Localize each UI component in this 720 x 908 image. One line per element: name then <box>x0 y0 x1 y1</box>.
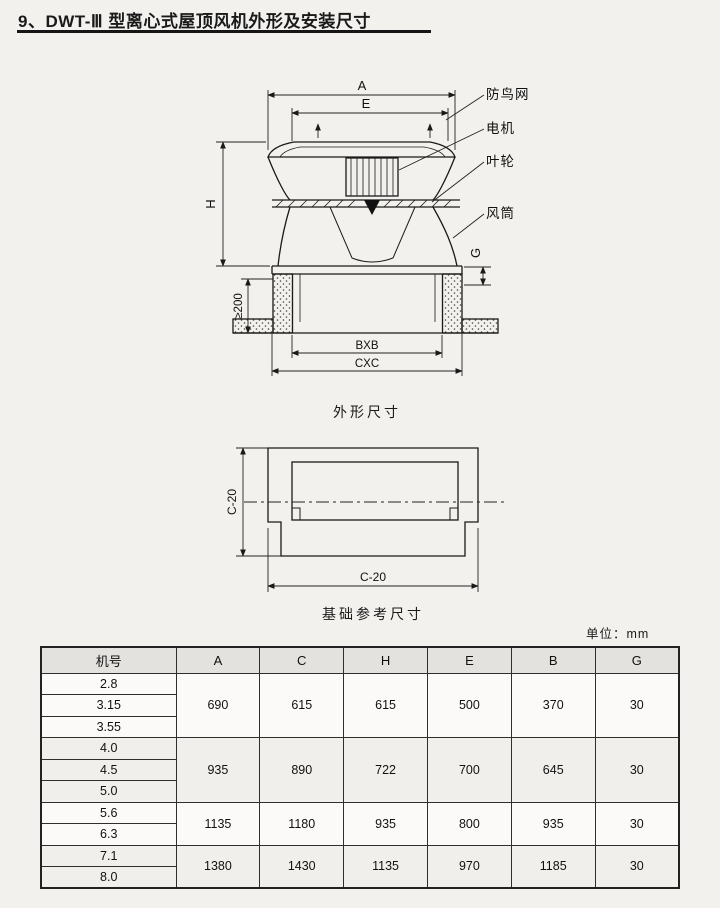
plate-hatch <box>275 199 452 208</box>
rain-cap <box>267 141 456 158</box>
model-number-cell: 5.6 <box>40 801 177 824</box>
part-label-duct: 风筒 <box>486 205 515 221</box>
inlet-cone <box>329 206 416 263</box>
column-header: G <box>594 646 680 674</box>
foundation-dimensions <box>236 447 504 592</box>
dimension-value-cell: 615 <box>343 672 428 738</box>
dimension-value-cell: 890 <box>259 737 345 803</box>
column-header: B <box>510 646 596 674</box>
rain-cap-inner <box>279 146 446 158</box>
foundation-diagram-svg: C-20 C-20 <box>225 447 504 592</box>
dim-label-cxc: CXC <box>355 358 379 370</box>
dimension-value-cell: 970 <box>426 844 512 889</box>
column-header: E <box>426 646 512 674</box>
foundation-inner <box>291 461 459 521</box>
outline-diagram-svg: A E H G ≥200 BXB CXC 防鸟网 电机 叶轮 风筒 <box>203 78 530 376</box>
page-title: 9、DWT-Ⅲ 型离心式屋顶风机外形及安装尺寸 <box>18 12 371 31</box>
dim-label-a: A <box>358 78 367 93</box>
foundation-outer <box>267 447 479 557</box>
curb-left <box>272 273 294 334</box>
leader-duct <box>452 213 485 239</box>
outline-caption: 外形尺寸 <box>333 404 401 420</box>
dim-label-bxb: BXB <box>355 340 378 352</box>
leader-motor <box>398 128 485 171</box>
dimension-lines <box>216 90 491 376</box>
model-number-cell: 4.0 <box>40 737 177 760</box>
title-underline <box>17 30 431 33</box>
inner-notch-right <box>449 507 458 520</box>
model-number-cell: 4.5 <box>40 758 177 781</box>
part-label-bird-net: 防鸟网 <box>486 87 530 102</box>
curb-right <box>441 273 463 334</box>
motor-block <box>345 157 399 197</box>
column-header: A <box>175 646 261 674</box>
column-header: 机号 <box>40 646 177 674</box>
dimension-value-cell: 935 <box>510 801 596 846</box>
column-header: C <box>259 646 345 674</box>
dim-label-e: E <box>362 96 371 111</box>
dim-label-h: H <box>203 199 218 208</box>
dim-label-g: G <box>468 248 483 258</box>
dimension-value-cell: 1185 <box>510 844 596 889</box>
model-number-cell: 8.0 <box>40 866 177 889</box>
model-number-cell: 5.0 <box>40 780 177 803</box>
dimension-value-cell: 935 <box>343 801 428 846</box>
shaft-pointer <box>364 200 380 215</box>
roof-wing-right <box>461 318 499 334</box>
model-number-cell: 3.15 <box>40 694 177 717</box>
dimension-value-cell: 800 <box>426 801 512 846</box>
dimension-value-cell: 30 <box>594 801 680 846</box>
unit-label: 单位：mm <box>586 627 650 641</box>
dim-label-c20-bottom: C-20 <box>360 570 386 584</box>
dimension-value-cell: 645 <box>510 737 596 803</box>
motor-hatch <box>350 158 394 196</box>
dimension-value-cell: 30 <box>594 737 680 803</box>
foundation-outline <box>267 447 479 557</box>
roof-wing-left <box>232 318 274 334</box>
part-label-motor: 电机 <box>486 121 515 136</box>
model-number-cell: 7.1 <box>40 844 177 867</box>
model-number-cell: 6.3 <box>40 823 177 846</box>
table-row: 3.15 <box>40 694 679 717</box>
dimension-value-cell: 30 <box>594 844 680 889</box>
fan-body <box>232 141 499 334</box>
dimension-value-cell: 1180 <box>259 801 345 846</box>
leader-bird-net <box>445 94 485 121</box>
table-row: 8.0 <box>40 866 679 889</box>
dimension-value-cell: 1430 <box>259 844 345 889</box>
dimension-value-cell: 722 <box>343 737 428 803</box>
dimension-value-cell: 615 <box>259 672 345 738</box>
dimension-value-cell: 935 <box>175 737 261 803</box>
dimension-value-cell: 500 <box>426 672 512 738</box>
dim-label-min200: ≥200 <box>233 293 245 319</box>
dimension-value-cell: 1135 <box>175 801 261 846</box>
dimension-value-cell: 1135 <box>343 844 428 889</box>
dimension-value-cell: 690 <box>175 672 261 738</box>
model-number-cell: 3.55 <box>40 715 177 738</box>
dimension-value-cell: 370 <box>510 672 596 738</box>
model-number-cell: 2.8 <box>40 672 177 695</box>
dimension-value-cell: 700 <box>426 737 512 803</box>
dim-label-c20-left: C-20 <box>225 489 239 515</box>
foundation-caption: 基础参考尺寸 <box>322 606 424 622</box>
dimension-value-cell: 30 <box>594 672 680 738</box>
dimension-value-cell: 1380 <box>175 844 261 889</box>
inner-notch-left <box>292 507 301 520</box>
column-header: H <box>343 646 428 674</box>
part-label-impeller: 叶轮 <box>486 154 515 169</box>
leader-impeller <box>431 161 485 203</box>
